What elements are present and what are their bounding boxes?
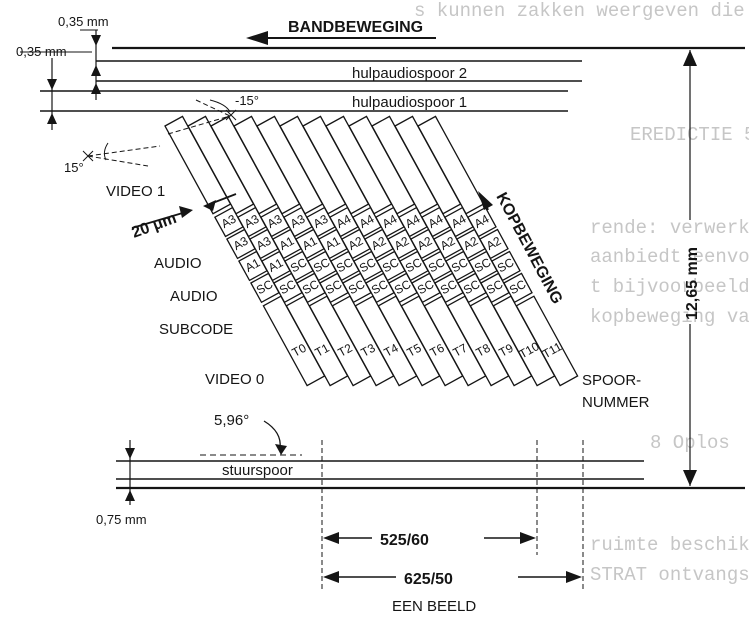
track-t3-mid-label: A1: [300, 233, 320, 253]
background-text-line: ruimte beschikbaar, bitrate is: [590, 534, 749, 556]
track-t0-low-label: A1: [243, 255, 263, 275]
track-t8-mid-label: A2: [415, 233, 435, 253]
track-number-label-line-1: SPOOR-: [582, 372, 641, 389]
background-text-line: kopbeweging van te verwerken sign: [590, 306, 749, 328]
track-angle-label: 5,96°: [214, 412, 249, 429]
background-text-line: t bijvoorbeeld opgeslagen worden: [590, 276, 749, 298]
track-t9-top-label: A4: [426, 212, 446, 232]
background-text-line: s kunnen zakken weergeven die volgens: [414, 0, 749, 22]
track-t2-top-label: A3: [265, 212, 285, 232]
track-t7-number: T7: [451, 341, 470, 360]
tape-width-marker: [683, 50, 697, 486]
aux-audio-track-2-label: hulpaudiospoor 2: [352, 65, 467, 82]
track-t4-top-label: A3: [311, 212, 331, 232]
track-t10-mid-label: A2: [461, 233, 481, 253]
track-t0-number: T0: [290, 341, 309, 360]
top-dimension-markers: [20, 29, 101, 130]
audio-label-a: AUDIO: [154, 255, 202, 272]
bottom-gap-label: 0,75 mm: [96, 512, 147, 527]
head-motion-arrow: [478, 191, 493, 211]
bottom-dimension-marker: [125, 440, 135, 505]
track-t11-low-block: [491, 250, 521, 282]
track-angle-marker: [200, 420, 302, 456]
video-1-label: VIDEO 1: [106, 183, 165, 200]
track-t8-top-label: A4: [403, 212, 423, 232]
azimuth-positive-label: 15°: [64, 160, 84, 175]
frame-525-60-label: 525/60: [380, 532, 429, 549]
track-t0-top-label: A3: [219, 212, 239, 232]
track-t4-mid-label: A1: [323, 233, 343, 253]
frame-625-50-label: 625/50: [404, 571, 453, 588]
helical-tracks: A3A3A1SCT0A3A3A1SCT1A3A1SCSCT2A3A1SCSCT3…: [164, 115, 579, 387]
track-t0-mid-label: A3: [231, 233, 251, 253]
tape-lines: [40, 46, 745, 490]
track-t11-sub-block: [503, 272, 533, 304]
track-t9-mid-label: A2: [438, 233, 458, 253]
track-t6-top-label: A4: [357, 212, 377, 232]
track-t3-number: T3: [359, 341, 378, 360]
track-t2-mid-label: A1: [277, 233, 297, 253]
track-t1-number: T1: [313, 341, 332, 360]
track-t8-number: T8: [474, 341, 493, 360]
aux-audio-track-1-label: hulpaudiospoor 1: [352, 94, 467, 111]
track-t11-mid-label: A2: [484, 233, 504, 253]
track-t6-mid-label: A2: [369, 233, 389, 253]
azimuth-negative-label: -15°: [235, 93, 259, 108]
track-t2-number: T2: [336, 341, 355, 360]
top-gap-2-label: 0,35 mm: [16, 44, 67, 59]
control-track-label: stuurspoor: [222, 462, 293, 479]
track-t1-mid-label: A3: [254, 233, 274, 253]
track-number-label-line-2: NUMMER: [582, 394, 650, 411]
top-gap-1-label: 0,35 mm: [58, 14, 109, 29]
background-text-line: rende: verwerking Ze wordt dan: [590, 217, 749, 239]
track-t7-mid-label: A2: [392, 233, 412, 253]
track-t11-top-block: [467, 206, 497, 238]
one-frame-label: EEN BEELD: [392, 598, 476, 615]
track-t11-top-label: A4: [472, 212, 492, 232]
track-t10-top-label: A4: [449, 212, 469, 232]
track-t5-mid-label: A2: [346, 233, 366, 253]
video-0-label: VIDEO 0: [205, 371, 264, 388]
track-t11-video-segment: [515, 295, 579, 387]
track-t7-top-label: A4: [380, 212, 400, 232]
track-t6-number: T6: [428, 341, 447, 360]
tape-width-label: 12,65 mm: [684, 247, 701, 320]
frame-extent-markers: [321, 440, 584, 590]
track-t5-number: T5: [405, 341, 424, 360]
tape-motion-label: BANDBEWEGING: [288, 19, 423, 36]
guard-band-marker: [131, 193, 237, 229]
track-t5-top-label: A4: [334, 212, 354, 232]
background-text-line: STRAT ontvangst, te deel van: [590, 564, 749, 586]
tape-motion-arrow: [246, 31, 436, 45]
audio-label-b: AUDIO: [170, 288, 218, 305]
track-t9-number: T9: [497, 341, 516, 360]
track-t1-top-label: A3: [242, 212, 262, 232]
track-t4-number: T4: [382, 341, 401, 360]
subcode-label: SUBCODE: [159, 321, 233, 338]
track-t11-mid-block: [479, 228, 509, 260]
azimuth-markers: [82, 99, 237, 167]
track-t3-top-label: A3: [288, 212, 308, 232]
track-t1-low-label: A1: [266, 255, 286, 275]
background-text-line: aanbiedt eenvoudig meer werking: [590, 246, 749, 268]
